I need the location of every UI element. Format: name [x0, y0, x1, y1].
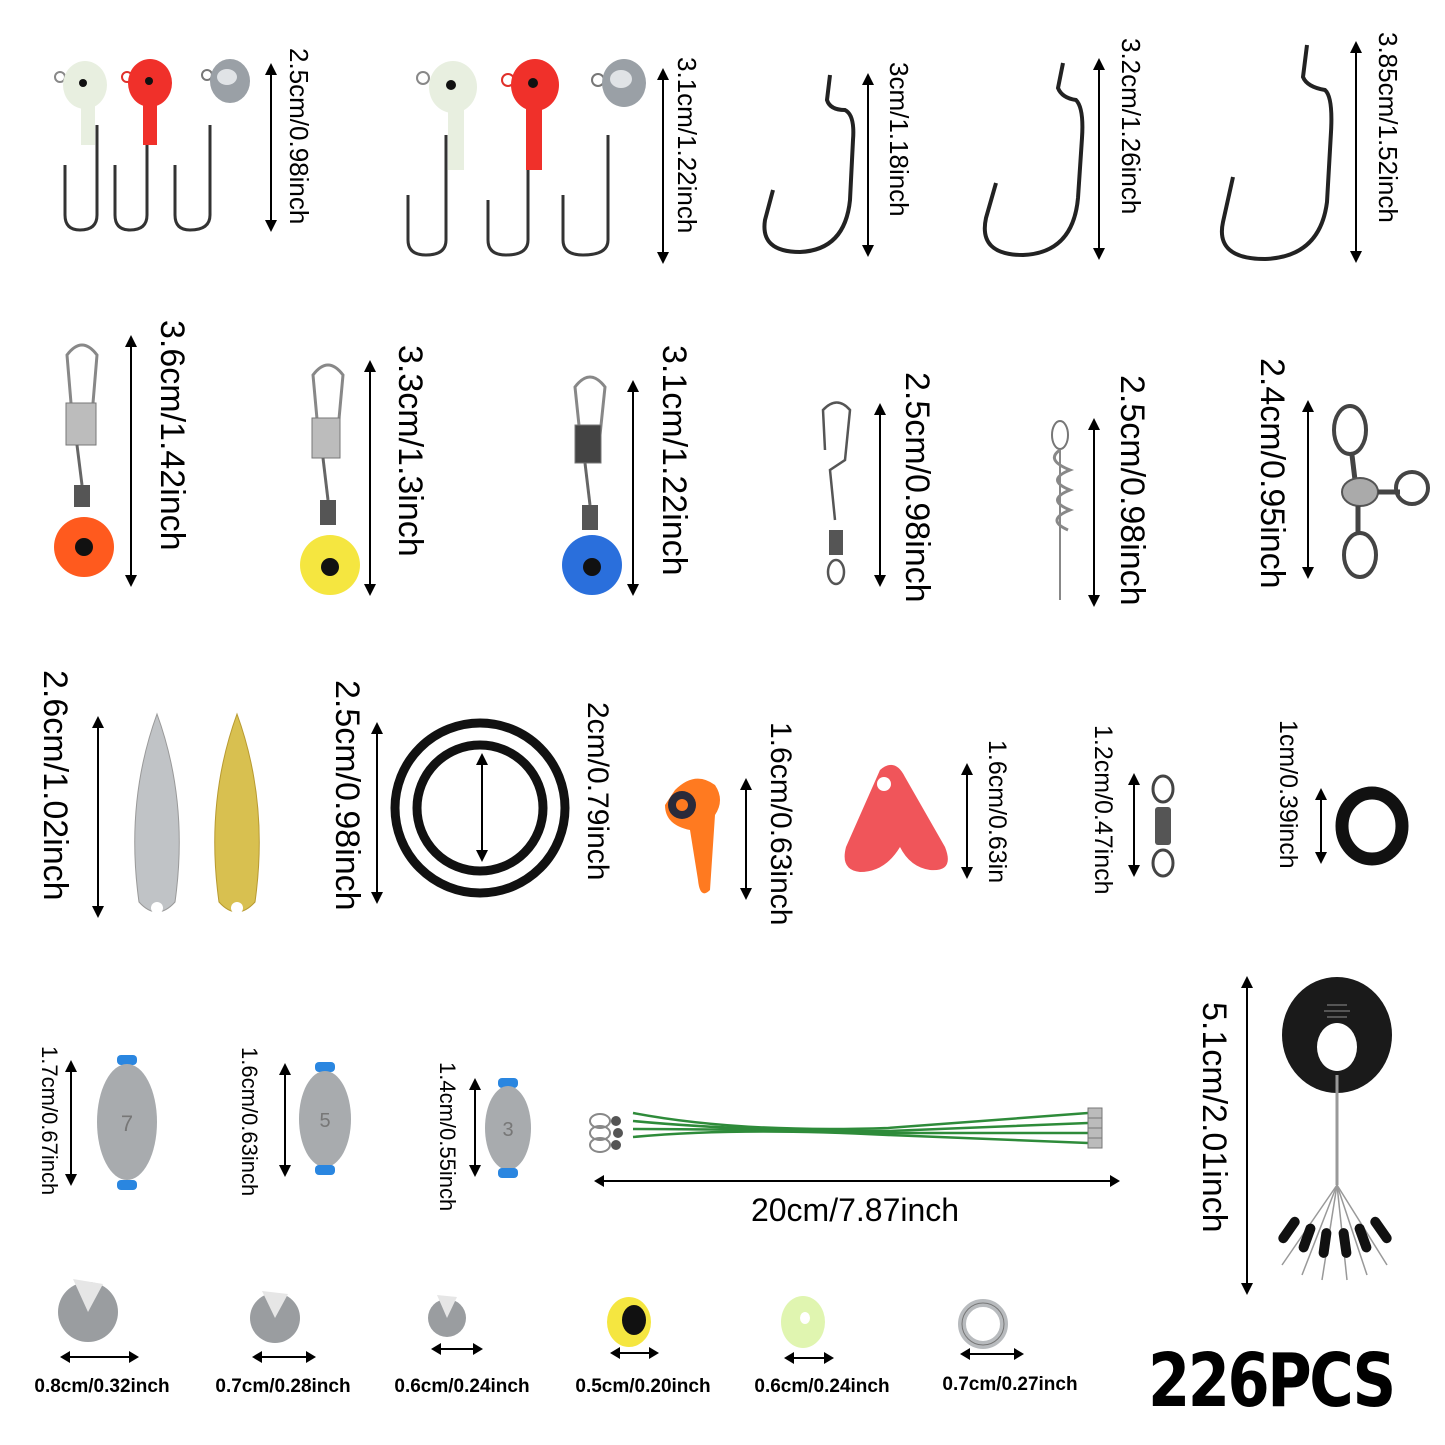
- dimension-arrow: [862, 73, 874, 257]
- dimension-arrow: [60, 1351, 139, 1363]
- spring-lock-label: 2.5cm/0.98inch: [1113, 375, 1151, 606]
- dimension-arrow: [65, 1060, 77, 1186]
- dimension-arrow: [1350, 41, 1362, 263]
- red-blade-label: 1.6cm/0.63in: [983, 740, 1011, 884]
- dimension-arrow: [784, 1352, 834, 1364]
- dimension-arrow: [1302, 400, 1314, 579]
- jig-head-large-label: 3.1cm/1.22inch: [672, 57, 702, 234]
- float-snap-blue-icon: [562, 375, 622, 595]
- dimension-arrow: [874, 403, 886, 587]
- dimension-arrow: [1093, 58, 1105, 260]
- snap-swivel-label: 2.5cm/0.98inch: [898, 372, 936, 603]
- dimension-arrow: [594, 1175, 1120, 1187]
- dimension-arrow: [610, 1347, 659, 1359]
- split-shot-large-label: 0.8cm/0.32inch: [34, 1376, 170, 1397]
- dimension-arrow: [740, 778, 752, 900]
- bobber-stopper-label: 5.1cm/2.01inch: [1195, 1002, 1233, 1233]
- worm-hook-medium-icon: [982, 62, 1085, 258]
- dimension-arrow: [364, 360, 376, 596]
- dimension-arrow: [92, 716, 104, 918]
- wire-leader-icon: [589, 1107, 1103, 1153]
- three-way-swivel-label: 2.4cm/0.95inch: [1253, 358, 1291, 589]
- dimension-arrow: [1241, 976, 1253, 1295]
- spinner-blade-gold-icon: [214, 712, 260, 914]
- spinner-blade-label: 2.6cm/1.02inch: [36, 670, 74, 901]
- worm-hook-large-label: 3.85cm/1.52inch: [1373, 32, 1403, 223]
- dimension-arrow: [431, 1343, 483, 1355]
- three-way-swivel-icon: [1332, 404, 1430, 579]
- egg-sinker-5-icon: 5: [299, 1062, 351, 1175]
- float-snap-yellow-label: 3.3cm/1.3inch: [391, 345, 429, 557]
- rubber-ring-label: 1cm/0.39inch: [1274, 720, 1302, 869]
- split-shot-small-label: 0.6cm/0.24inch: [394, 1376, 530, 1397]
- dimension-arrow: [627, 380, 639, 596]
- glow-bead-label: 0.6cm/0.24inch: [754, 1376, 890, 1397]
- barrel-swivel-icon: [1151, 774, 1175, 878]
- barrel-swivel-label: 1.2cm/0.47inch: [1089, 725, 1117, 895]
- egg-sinker-5-stamp: 5: [319, 1110, 330, 1132]
- worm-hook-large-icon: [1219, 44, 1334, 262]
- split-ring-icon: [958, 1299, 1008, 1349]
- dimension-arrow: [279, 1063, 291, 1177]
- float-snap-orange-icon: [54, 343, 114, 577]
- eye-bead-icon: [607, 1297, 651, 1347]
- float-snap-orange-label: 3.6cm/1.42inch: [153, 320, 191, 551]
- dimension-arrow: [1088, 418, 1100, 607]
- worm-hook-small-icon: [762, 74, 856, 255]
- egg-sinker-7-stamp: 7: [121, 1111, 133, 1136]
- eye-bead-label: 0.5cm/0.20inch: [575, 1376, 711, 1397]
- jig-head-small-icon: [54, 59, 250, 232]
- egg-sinker-7-icon: 7: [97, 1055, 157, 1190]
- dimension-arrow: [371, 722, 383, 904]
- worm-hook-medium-label: 3.2cm/1.26inch: [1116, 38, 1146, 215]
- dimension-arrow: [265, 63, 277, 232]
- dimension-arrow: [125, 335, 137, 587]
- glow-bead-icon: [781, 1296, 825, 1348]
- float-snap-yellow-icon: [300, 363, 360, 595]
- dimension-arrow: [1315, 788, 1327, 864]
- split-shot-medium-label: 0.7cm/0.28inch: [215, 1376, 351, 1397]
- bobber-stopper-icon: [1278, 977, 1392, 1281]
- worm-hook-small-label: 3cm/1.18inch: [884, 62, 914, 217]
- dimension-arrow: [1128, 773, 1140, 877]
- dimension-arrow: [657, 68, 669, 264]
- dimension-arrow: [960, 1348, 1024, 1360]
- dimension-arrow: [252, 1351, 316, 1363]
- o-ring-outer-label: 2.5cm/0.98inch: [328, 680, 366, 911]
- jig-head-small-label: 2.5cm/0.98inch: [284, 48, 314, 225]
- spring-lock-icon: [1051, 420, 1075, 600]
- jig-head-large-icon: [406, 59, 646, 257]
- o-ring-icon: [390, 718, 570, 898]
- split-shot-medium-icon: [250, 1291, 300, 1343]
- dimension-arrow: [469, 1078, 481, 1177]
- egg-sinker-3-stamp: 3: [502, 1119, 513, 1141]
- split-ring-label: 0.7cm/0.27inch: [942, 1374, 1078, 1395]
- egg-sinker-3-icon: 3: [485, 1078, 531, 1178]
- split-shot-small-icon: [428, 1295, 466, 1337]
- float-stop-orange-label: 1.6cm/0.63inch: [764, 722, 797, 926]
- egg-sinker-3-label: 1.4cm/0.55inch: [435, 1062, 460, 1212]
- egg-sinker-5-label: 1.6cm/0.63inch: [237, 1047, 262, 1197]
- total-count-label: 226PCS: [1148, 1338, 1396, 1424]
- float-snap-blue-label: 3.1cm/1.22inch: [655, 345, 693, 576]
- snap-swivel-icon: [821, 401, 852, 586]
- spinner-blade-silver-icon: [134, 712, 180, 914]
- dimension-arrow: [961, 763, 973, 879]
- red-blade-icon: [844, 764, 948, 872]
- rubber-ring-icon: [1335, 786, 1409, 866]
- float-stop-orange-icon: [665, 778, 720, 894]
- egg-sinker-7-label: 1.7cm/0.67inch: [37, 1046, 62, 1196]
- wire-leader-label: 20cm/7.87inch: [750, 1192, 960, 1228]
- o-ring-inner-label: 2cm/0.79inch: [581, 702, 614, 881]
- dimension-arrow: [476, 753, 488, 862]
- split-shot-large-icon: [58, 1279, 118, 1342]
